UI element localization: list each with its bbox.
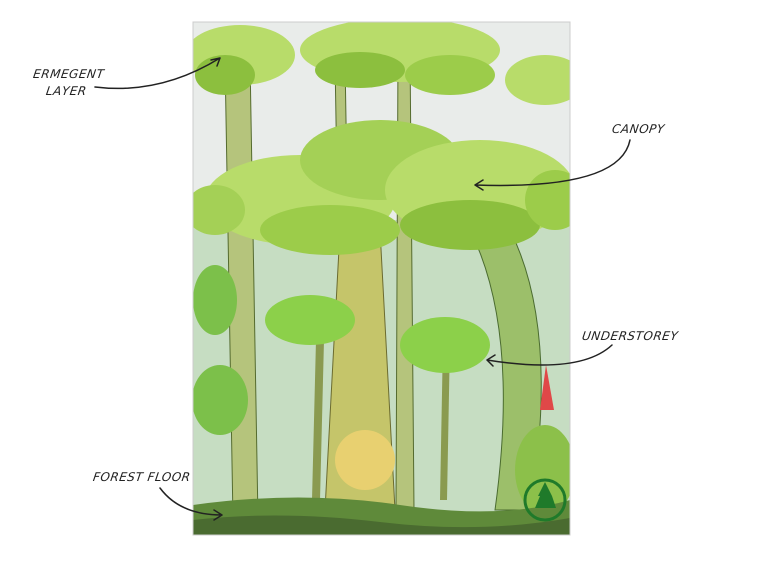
emergent-label-line1: ERMEGENT — [32, 67, 106, 81]
canopy-layer — [193, 120, 570, 511]
forest-floor-label: FOREST FLOOR — [92, 470, 192, 484]
emergent-arrow — [94, 57, 221, 90]
emergent-layer-label: ERMEGENT LAYER — [28, 66, 108, 100]
emergent-label-line2: LAYER — [45, 84, 88, 98]
canopy-label: CANOPY — [611, 122, 666, 136]
canopy-arrow — [474, 139, 631, 191]
understorey-arrow — [486, 344, 613, 367]
forest-floor-arrow — [159, 487, 223, 521]
forest-floor — [193, 497, 570, 535]
rainforest-concern-logo — [523, 478, 567, 522]
understorey-label: UNDERSTOREY — [581, 329, 680, 343]
illustration-frame — [193, 22, 570, 535]
understorey-layer — [193, 265, 570, 515]
